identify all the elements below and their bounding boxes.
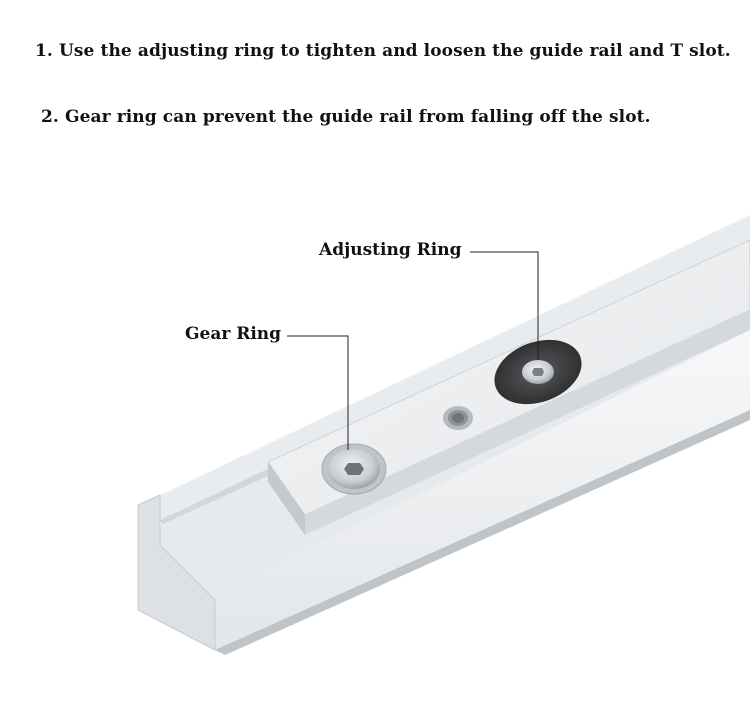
gear-ring-leader-line <box>287 335 349 450</box>
threaded-hole <box>443 406 473 430</box>
instruction-line-1: 1. Use the adjusting ring to tighten and… <box>35 41 731 61</box>
adjusting-ring <box>494 339 582 405</box>
adjusting-ring-leader-line <box>470 251 539 360</box>
gear-ring-label: Gear Ring <box>185 324 282 344</box>
gear-ring <box>321 443 387 495</box>
rail-front-wall <box>137 330 750 655</box>
adjusting-ring-label: Adjusting Ring <box>319 240 462 260</box>
instruction-line-2: 2. Gear ring can prevent the guide rail … <box>41 107 651 127</box>
